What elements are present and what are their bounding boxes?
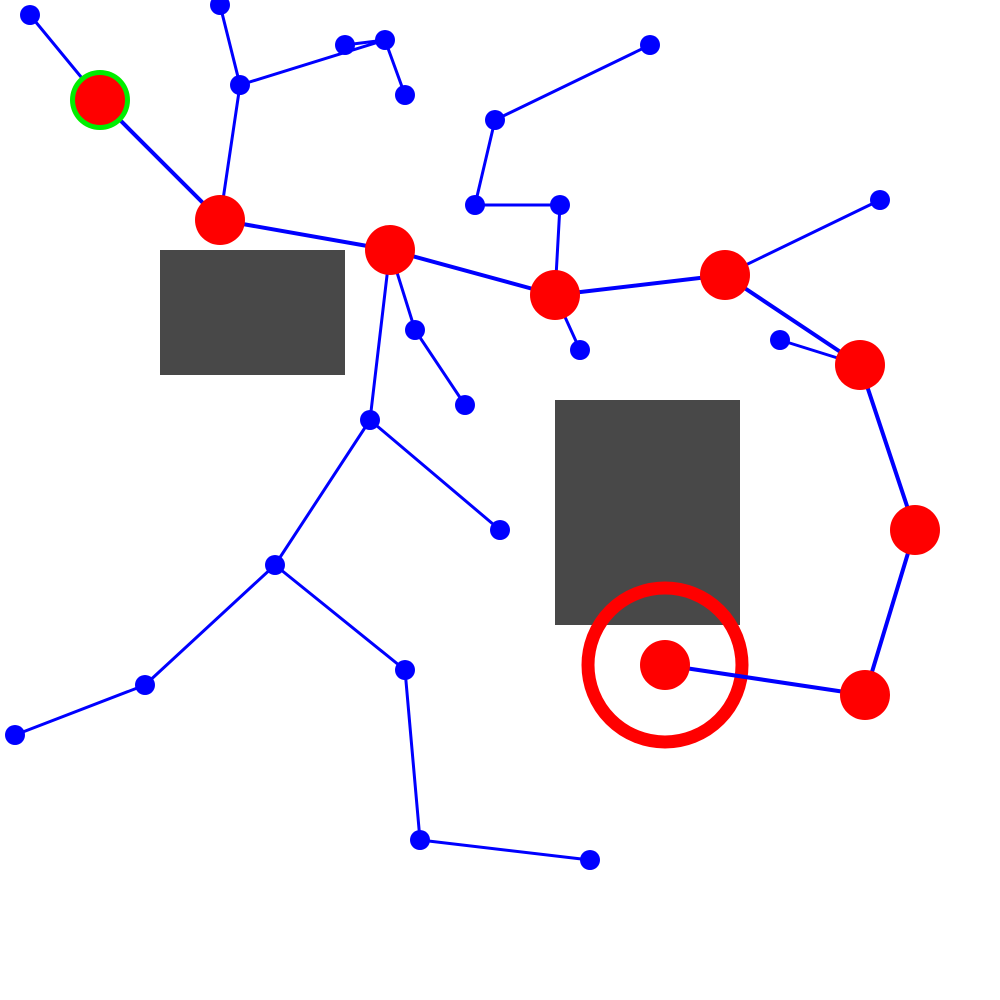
tree-node <box>135 675 155 695</box>
path-node <box>365 225 415 275</box>
edge-n7-n8 <box>413 328 467 407</box>
tree-node <box>5 725 25 745</box>
tree-node <box>465 195 485 215</box>
edge-n9-n16 <box>368 418 502 532</box>
tree-node <box>395 85 415 105</box>
tree-node <box>870 190 890 210</box>
edge-n11-n12 <box>13 683 147 737</box>
tree-node <box>640 35 660 55</box>
edge-p1-p2 <box>218 218 392 252</box>
path-node <box>890 505 940 555</box>
tree-node <box>265 555 285 575</box>
edge-n20-n21 <box>473 118 497 207</box>
obstacles-layer <box>160 250 740 625</box>
edge-n13-n14 <box>403 668 422 842</box>
tree-node <box>770 330 790 350</box>
goal-region-ring <box>581 581 749 749</box>
tree-node <box>375 30 395 50</box>
edge-n10-n13 <box>273 563 407 672</box>
edge-p4-p5 <box>723 273 862 367</box>
edges-layer <box>13 3 917 862</box>
tree-node <box>485 110 505 130</box>
edge-n9-n10 <box>273 418 372 567</box>
tree-node <box>410 830 430 850</box>
edge-p6-p7 <box>863 528 917 697</box>
edge-p5-p6 <box>858 363 917 532</box>
tree-node <box>570 340 590 360</box>
obstacle-left <box>160 250 345 375</box>
markers-layer <box>581 581 749 749</box>
tree-node <box>230 75 250 95</box>
edge-p4-n24 <box>723 198 882 277</box>
edge-n10-n11 <box>143 563 277 687</box>
tree-node <box>550 195 570 215</box>
start-node <box>75 75 125 125</box>
tree-node <box>395 660 415 680</box>
edge-p3-p4 <box>553 273 727 297</box>
tree-node <box>210 0 230 15</box>
path-node <box>835 340 885 390</box>
nodes-layer <box>5 0 940 870</box>
edge-n2-n3 <box>218 3 242 87</box>
tree-node <box>360 410 380 430</box>
tree-node <box>20 5 40 25</box>
path-node <box>840 670 890 720</box>
edge-p2-n9 <box>368 248 392 422</box>
tree-node <box>405 320 425 340</box>
edge-n14-n15 <box>418 838 592 862</box>
tree-node <box>335 35 355 55</box>
edge-p2-p3 <box>388 248 557 297</box>
goal-node <box>640 640 690 690</box>
path-node <box>700 250 750 300</box>
path-node <box>195 195 245 245</box>
path-node <box>530 270 580 320</box>
edge-p7-goal <box>663 663 867 697</box>
edge-n3-n4 <box>238 38 387 87</box>
tree-node <box>455 395 475 415</box>
tree-node <box>580 850 600 870</box>
edge-n19-n20 <box>493 43 652 122</box>
tree-node <box>490 520 510 540</box>
